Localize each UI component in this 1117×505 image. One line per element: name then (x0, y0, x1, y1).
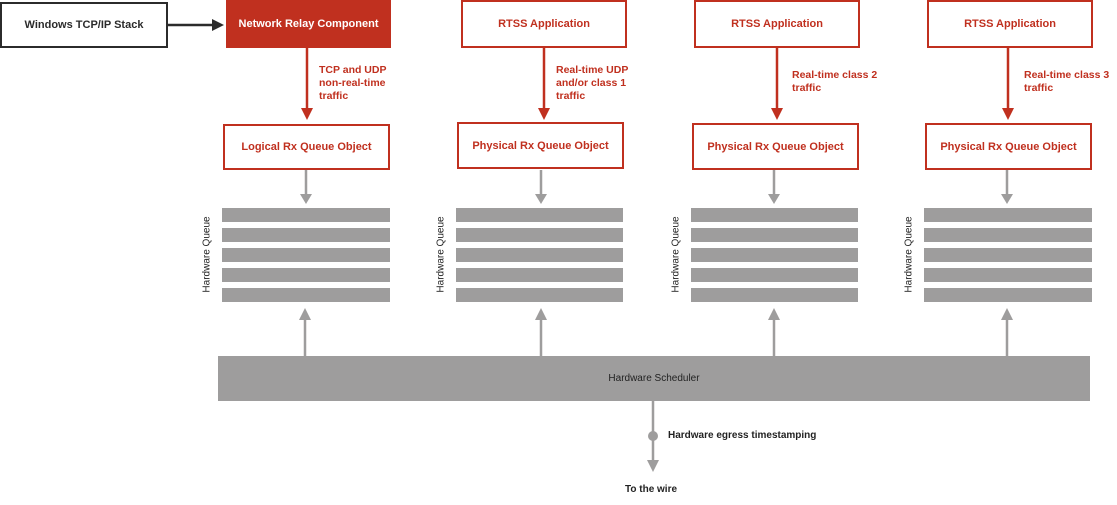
queue-slot (691, 208, 858, 222)
rtss-application-box-2: RTSS Application (694, 0, 860, 48)
hardware-scheduler-label: Hardware Scheduler (608, 373, 700, 384)
queue-object-label: Physical Rx Queue Object (472, 139, 609, 152)
gray-down-arrows (300, 170, 1013, 204)
queue-slot (691, 228, 858, 242)
physical-rx-queue-object-box-2: Physical Rx Queue Object (692, 123, 859, 170)
sched-to-queue-arrowhead-2 (535, 308, 547, 320)
queue-slot (924, 228, 1092, 242)
gray-up-arrows (299, 308, 1013, 356)
hardware-queue-3 (691, 208, 858, 302)
qobj-to-queue-arrowhead-1 (300, 194, 312, 204)
queue-slot (924, 248, 1092, 262)
network-relay-component-box: Network Relay Component (226, 0, 391, 48)
queue-slot (456, 228, 623, 242)
queue-slot (456, 268, 623, 282)
hardware-egress-timestamping-label: Hardware egress timestamping (668, 430, 817, 441)
hardware-queue-2 (456, 208, 623, 302)
hardware-scheduler-box: Hardware Scheduler (218, 356, 1090, 401)
queue-slot (691, 248, 858, 262)
flow-arrowhead-2 (538, 108, 550, 120)
red-flow-arrows (301, 48, 1014, 120)
flow-arrowhead-1 (301, 108, 313, 120)
windows-tcpip-stack-label: Windows TCP/IP Stack (24, 19, 144, 31)
network-relay-component-label: Network Relay Component (238, 18, 379, 30)
qobj-to-queue-arrowhead-2 (535, 194, 547, 204)
queue-slot (456, 208, 623, 222)
hardware-queue-label-2: Hardware Queue (435, 216, 447, 293)
physical-rx-queue-object-box-1: Physical Rx Queue Object (457, 122, 624, 169)
queue-slot (222, 228, 390, 242)
sched-to-queue-arrowhead-1 (299, 308, 311, 320)
physical-rx-queue-object-box-3: Physical Rx Queue Object (925, 123, 1092, 170)
queue-object-label: Physical Rx Queue Object (707, 140, 844, 153)
rtss-application-box-1: RTSS Application (461, 0, 627, 48)
hardware-queue-label-1: Hardware Queue (201, 216, 213, 293)
hardware-queue-label-4: Hardware Queue (903, 216, 915, 293)
queue-object-label: Logical Rx Queue Object (241, 141, 372, 153)
sched-to-queue-arrowhead-4 (1001, 308, 1013, 320)
queue-slot (691, 288, 858, 302)
queue-slot (924, 268, 1092, 282)
flow-arrowhead-3 (771, 108, 783, 120)
logical-rx-queue-object-box: Logical Rx Queue Object (223, 124, 390, 170)
hardware-queue-4 (924, 208, 1092, 302)
timestamp-point-icon (648, 431, 658, 441)
queue-slot (924, 288, 1092, 302)
queue-object-label: Physical Rx Queue Object (940, 140, 1077, 153)
hardware-queue-label-3: Hardware Queue (670, 216, 682, 293)
queue-slot (222, 288, 390, 302)
hardware-queue-1 (222, 208, 390, 302)
sched-to-queue-arrowhead-3 (768, 308, 780, 320)
queue-slot (924, 208, 1092, 222)
to-the-wire-label: To the wire (625, 484, 678, 495)
qobj-to-queue-arrowhead-3 (768, 194, 780, 204)
queue-slot (456, 288, 623, 302)
rtss-application-label: RTSS Application (731, 18, 823, 30)
windows-tcpip-stack-box: Windows TCP/IP Stack (0, 2, 168, 48)
qobj-to-queue-arrowhead-4 (1001, 194, 1013, 204)
queue-slot (691, 268, 858, 282)
rtss-application-label: RTSS Application (964, 18, 1056, 30)
rtss-application-box-3: RTSS Application (927, 0, 1093, 48)
stack-to-relay-arrowhead (212, 19, 224, 31)
queue-slot (222, 208, 390, 222)
queue-slot (456, 248, 623, 262)
queue-slot (222, 248, 390, 262)
rtss-application-label: RTSS Application (498, 18, 590, 30)
flow-arrowhead-4 (1002, 108, 1014, 120)
queue-slot (222, 268, 390, 282)
egress-arrowhead (647, 460, 659, 472)
